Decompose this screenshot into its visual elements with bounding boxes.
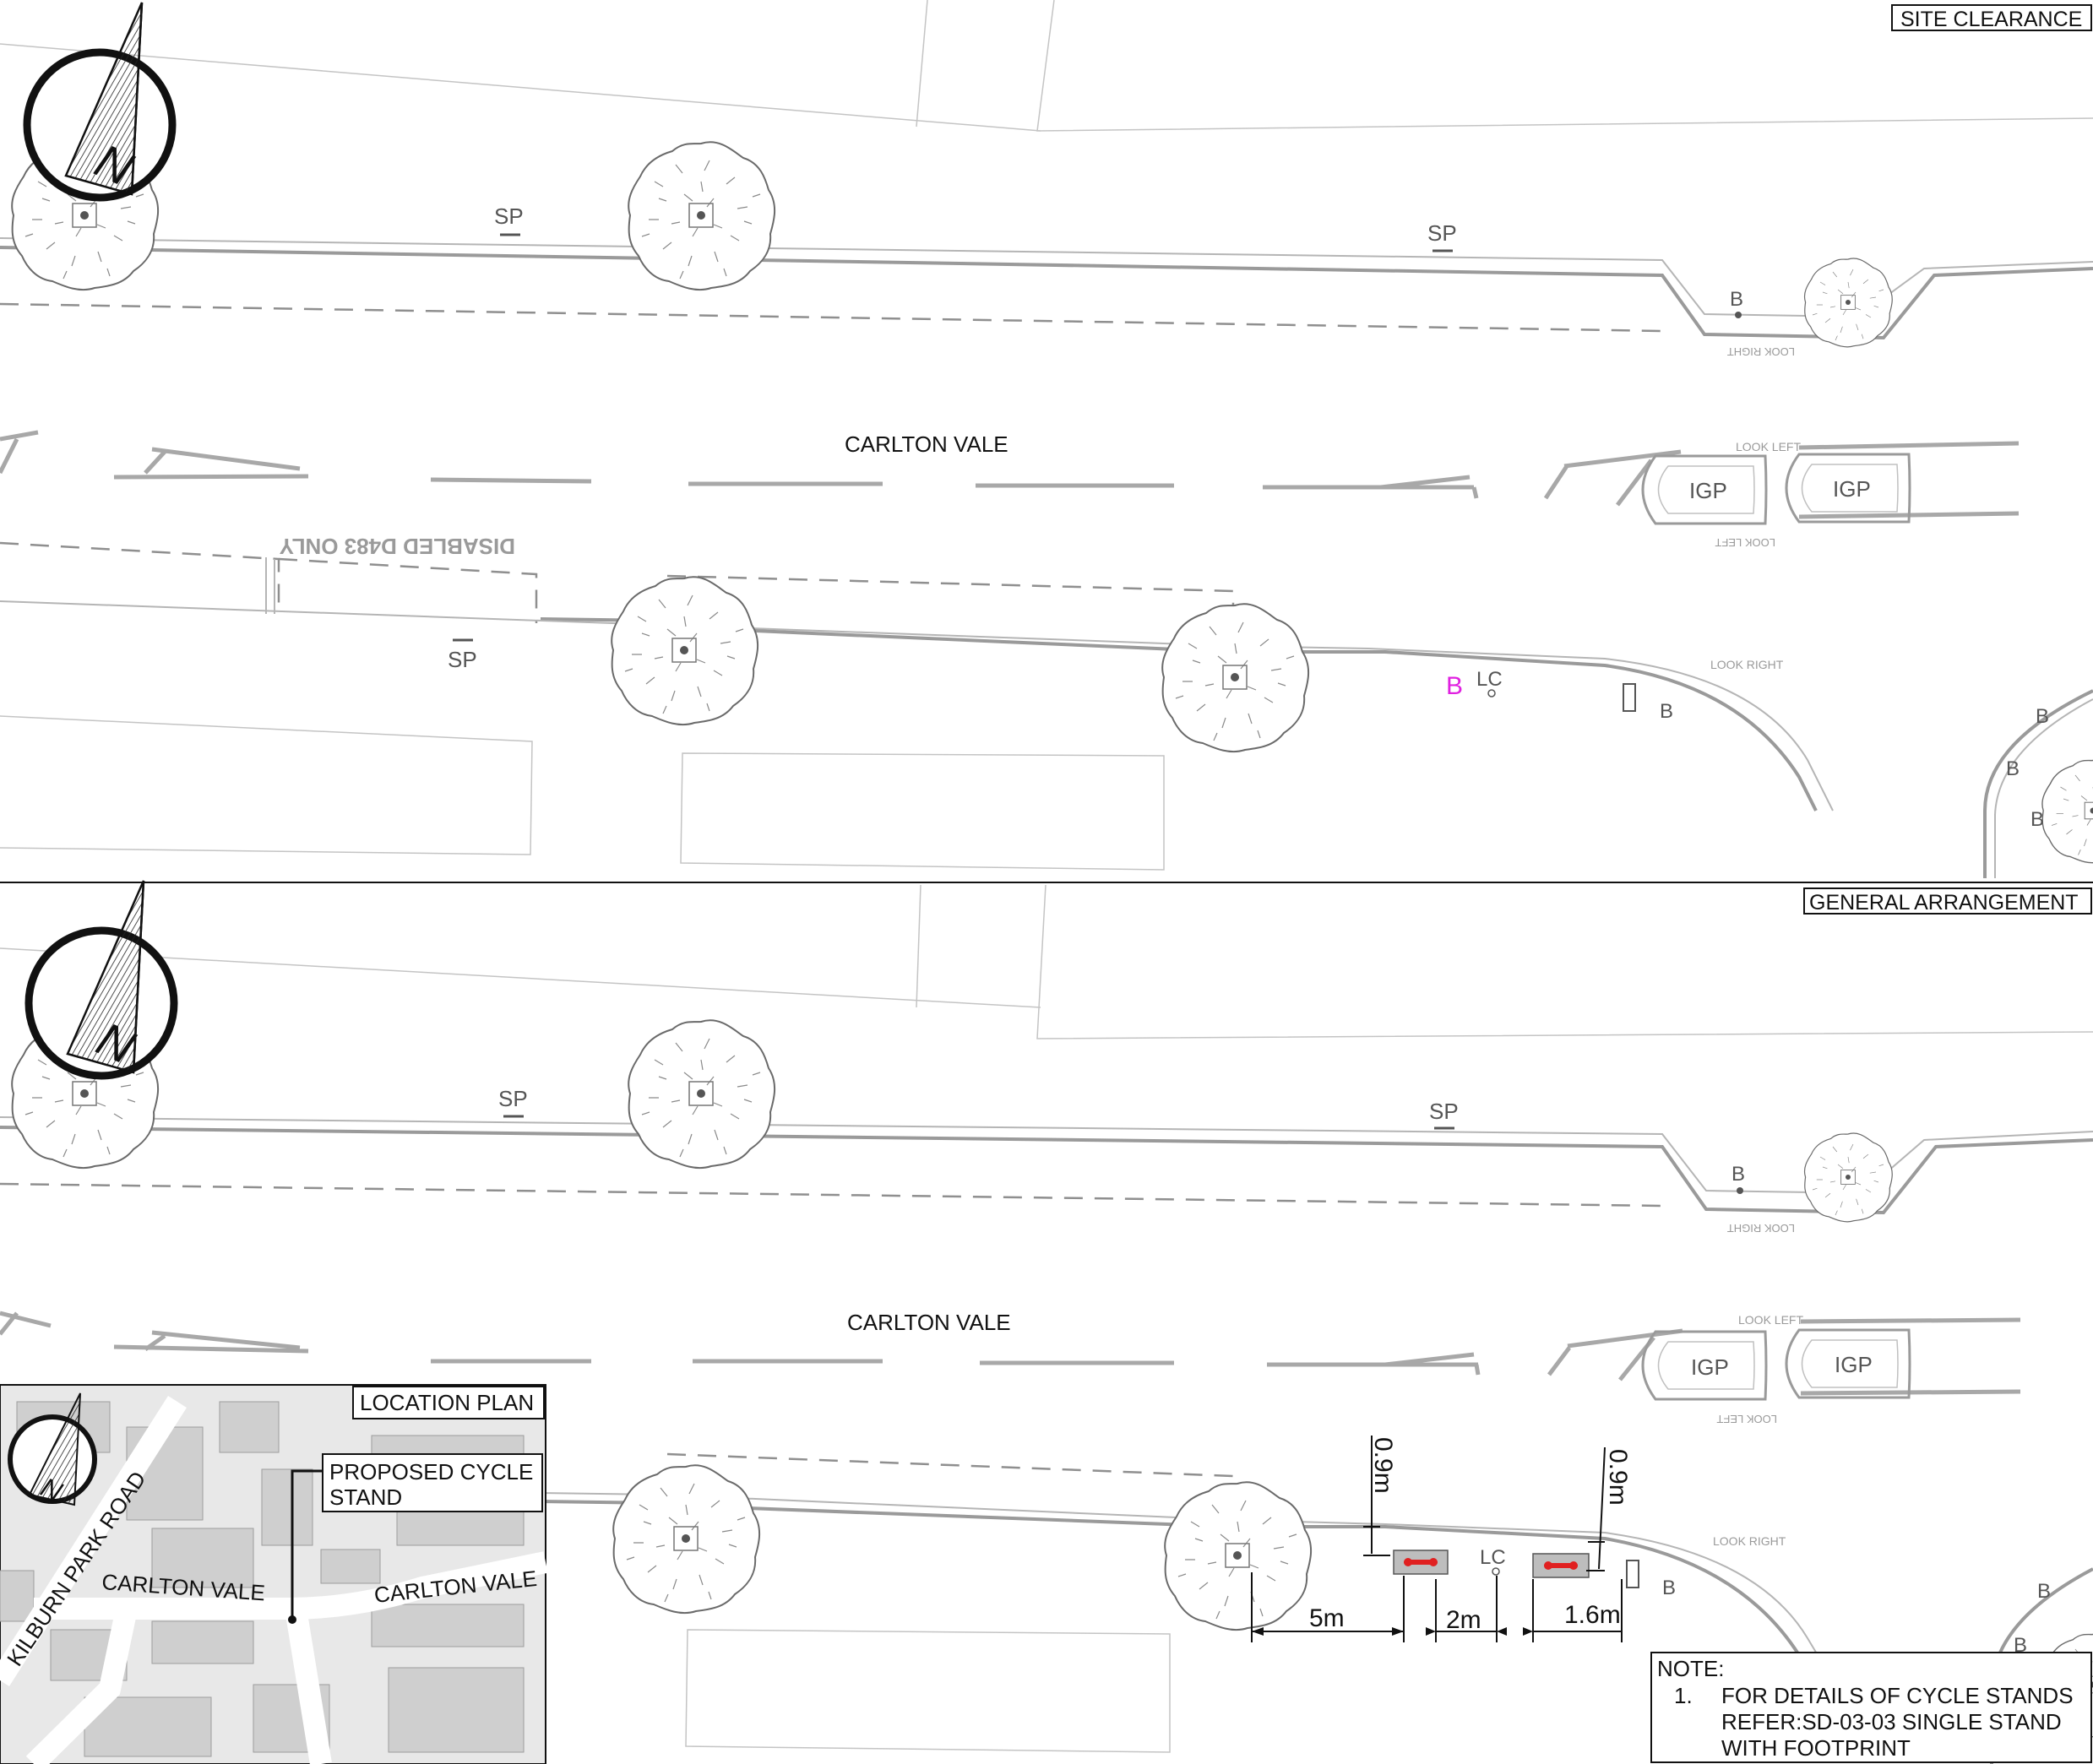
note-heading: NOTE: bbox=[1657, 1656, 1724, 1681]
igp-label: IGP bbox=[1835, 1352, 1873, 1377]
look-right-marking: LOOK RIGHT bbox=[1727, 345, 1795, 358]
proposed-stand-marker bbox=[288, 1615, 296, 1624]
location-plan-inset: N LOCATION PLAN PROPOSED CYCLE STAND KIL… bbox=[0, 1384, 548, 1764]
location-plan-map bbox=[0, 1396, 548, 1764]
note-text: FOR DETAILS OF CYCLE STANDS bbox=[1721, 1683, 2074, 1708]
look-right-marking: LOOK RIGHT bbox=[1727, 1222, 1795, 1235]
panel-title-site-clearance: SITE CLEARANCE bbox=[1900, 8, 2082, 31]
bollard-label: B bbox=[1662, 1577, 1676, 1599]
look-left-marking: LOOK LEFT bbox=[1716, 1413, 1777, 1425]
dimension-offset-right: 0.9m bbox=[1604, 1449, 1632, 1506]
note-text: REFER:SD-03-03 SINGLE STAND bbox=[1721, 1709, 2062, 1734]
site-clearance-panel: SP SP SP B LOOK RIGHT LOOK LEFT LOOK LEF… bbox=[0, 0, 2093, 878]
callout-proposed-stand: STAND bbox=[329, 1484, 402, 1510]
north-arrow-icon bbox=[29, 881, 174, 1076]
dimension-distance-a: 5m bbox=[1309, 1604, 1345, 1632]
street-post-label: SP bbox=[498, 1086, 528, 1111]
look-right-marking: LOOK RIGHT bbox=[1710, 658, 1784, 671]
look-right-marking: LOOK RIGHT bbox=[1713, 1534, 1786, 1548]
bollard-label: B bbox=[2037, 1580, 2051, 1603]
dimension-distance-c: 1.6m bbox=[1564, 1601, 1621, 1629]
igp-label: IGP bbox=[1689, 478, 1727, 503]
disabled-bay-marking: DISABLED D483 ONLY bbox=[280, 534, 515, 559]
bollard-label: B bbox=[2030, 808, 2044, 831]
cycle-stand-icon bbox=[1393, 1550, 1449, 1575]
bollard-label: B bbox=[1660, 700, 1673, 723]
look-left-marking: LOOK LEFT bbox=[1736, 440, 1801, 453]
look-left-marking: LOOK LEFT bbox=[1715, 536, 1775, 549]
street-post-label: SP bbox=[494, 204, 524, 229]
panel-title-general-arrangement: GENERAL ARRANGEMENT bbox=[1809, 891, 2079, 915]
note-text: WITH FOOTPRINT bbox=[1721, 1735, 1911, 1761]
location-plan-title: LOCATION PLAN bbox=[360, 1390, 534, 1415]
road-name-label: CARLTON VALE bbox=[847, 1310, 1011, 1335]
street-post-label: SP bbox=[1429, 1099, 1459, 1124]
north-arrow-icon bbox=[27, 3, 172, 198]
bollard-label: B bbox=[2014, 1634, 2027, 1657]
look-left-marking: LOOK LEFT bbox=[1738, 1313, 1803, 1327]
bollard-label: B bbox=[2036, 705, 2049, 728]
dimension-distance-b: 2m bbox=[1446, 1606, 1481, 1634]
dimension-lines bbox=[1251, 1436, 1623, 1642]
note-box: NOTE: 1. FOR DETAILS OF CYCLE STANDS REF… bbox=[1650, 1652, 2092, 1763]
callout-proposed-stand: PROPOSED CYCLE bbox=[329, 1459, 533, 1484]
road-name-label: CARLTON VALE bbox=[845, 432, 1008, 457]
bollard-label: B bbox=[1731, 1163, 1745, 1186]
general-arrangement-panel: SP SP B LOOK RIGHT LOOK LEFT LOOK LEFT L… bbox=[0, 881, 2093, 1764]
bollard-label: B bbox=[2006, 757, 2020, 780]
lamp-column-label: LC bbox=[1480, 1546, 1506, 1569]
note-item-number: 1. bbox=[1674, 1683, 1693, 1708]
igp-label: IGP bbox=[1691, 1354, 1729, 1380]
lamp-column-label: LC bbox=[1476, 668, 1503, 691]
street-post-label: SP bbox=[1427, 220, 1457, 246]
dimension-offset-left: 0.9m bbox=[1369, 1437, 1397, 1494]
igp-label: IGP bbox=[1833, 476, 1871, 502]
bollard-label-highlighted: B bbox=[1446, 672, 1463, 700]
cycle-stand-icon bbox=[1532, 1553, 1590, 1578]
street-post-label: SP bbox=[448, 647, 477, 672]
bollard-label: B bbox=[1730, 288, 1743, 311]
north-arrow-icon: N bbox=[8, 1392, 97, 1507]
